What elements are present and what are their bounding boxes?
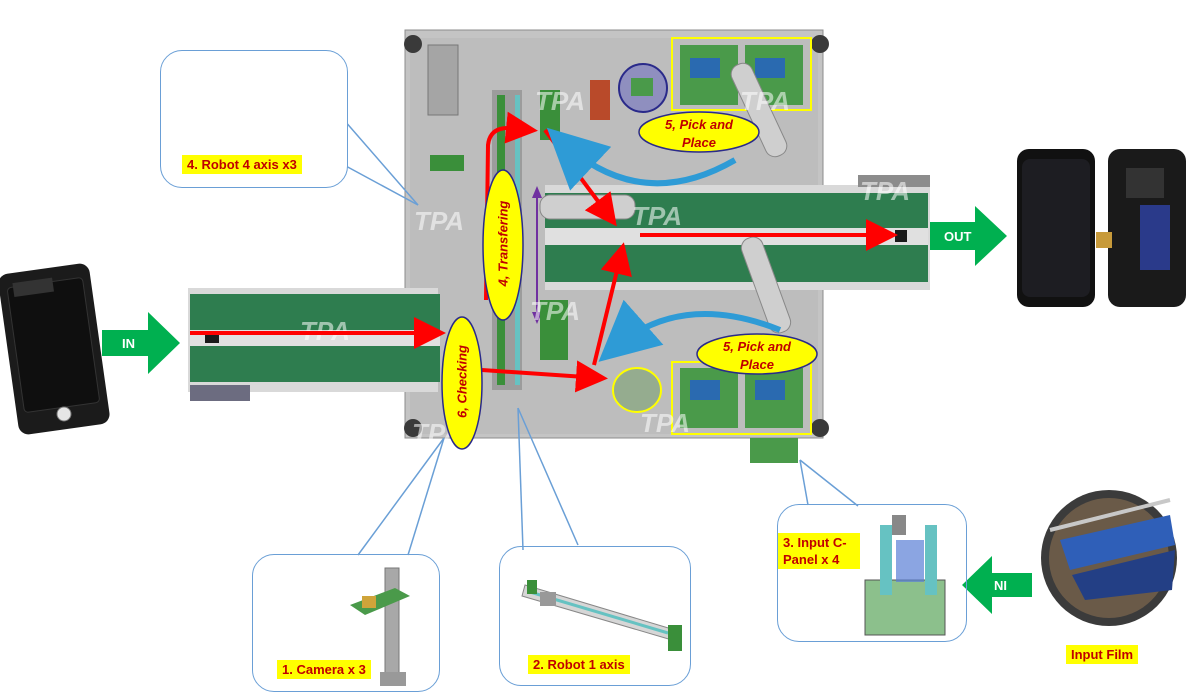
c-panel-drawing (864, 515, 946, 636)
svg-text:TPA: TPA (530, 296, 580, 326)
callout-camera (252, 554, 440, 692)
svg-text:TPA: TPA (414, 206, 464, 236)
svg-text:TPA: TPA (640, 408, 690, 438)
rail-travel-arrow (532, 186, 542, 324)
in-arrow (102, 312, 180, 374)
label-robot-1-axis: 2. Robot 1 axis (528, 655, 630, 674)
label-in: IN (122, 336, 135, 351)
label-camera: 1. Camera x 3 (277, 660, 371, 679)
pcb-tray-bottom (612, 361, 812, 463)
ni-arrow (962, 556, 1032, 614)
callout-connectors (343, 119, 859, 556)
label-out: OUT (944, 229, 972, 244)
label-pick-place-bottom: 5, Pick and Place (723, 339, 791, 372)
label-checking: 6, Checking (454, 345, 470, 418)
robot-1-axis-drawing (521, 580, 682, 651)
svg-text:TPA: TPA (535, 86, 585, 116)
callout-robot-1-axis (499, 546, 691, 686)
scara-robot-arms (539, 62, 792, 360)
label-robot-4-axis: 4. Robot 4 axis x3 (182, 155, 302, 174)
input-film-image (1041, 490, 1177, 626)
svg-text:TPA: TPA (632, 201, 682, 231)
input-conveyor (188, 288, 440, 401)
label-ni: NI (994, 578, 1007, 593)
output-phones (1017, 149, 1186, 307)
label-input-c-panel: 3. Input C-Panel x 4 (778, 533, 860, 569)
callout-c-panel (777, 504, 967, 642)
label-pick-place-top: 5, Pick and Place (665, 117, 733, 150)
step-ellipses (441, 111, 818, 450)
camera-drawing (350, 567, 410, 686)
input-phone-screen (0, 263, 110, 435)
pick-place-arrows (546, 127, 782, 362)
out-arrow (930, 206, 1007, 266)
svg-text:TPA: TPA (740, 86, 790, 116)
label-input-film: Input Film (1066, 645, 1139, 664)
label-transfering: 4, Transfering (495, 200, 511, 287)
svg-text:TPA: TPA (860, 176, 910, 206)
